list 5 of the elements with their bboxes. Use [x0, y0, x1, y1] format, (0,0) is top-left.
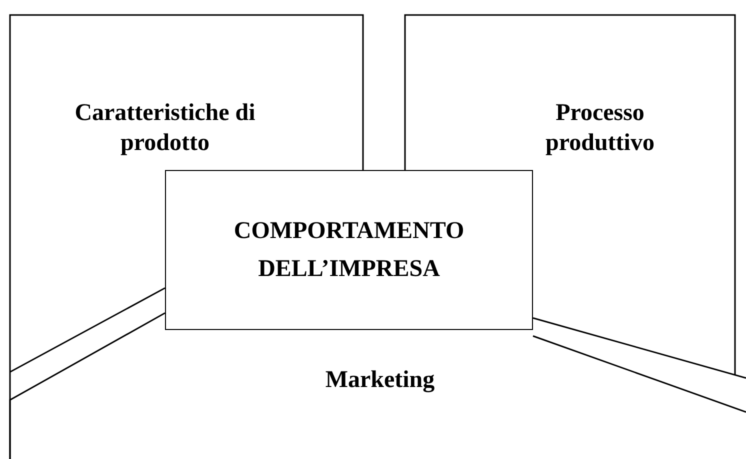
region-title: Processo produttivo — [544, 99, 656, 158]
central-box — [165, 170, 533, 330]
region-title: Caratteristiche di prodotto — [74, 99, 256, 158]
box-title: COMPORTAMENTO DELL’IMPRESA — [232, 217, 466, 284]
region-title: Marketing — [324, 366, 436, 395]
